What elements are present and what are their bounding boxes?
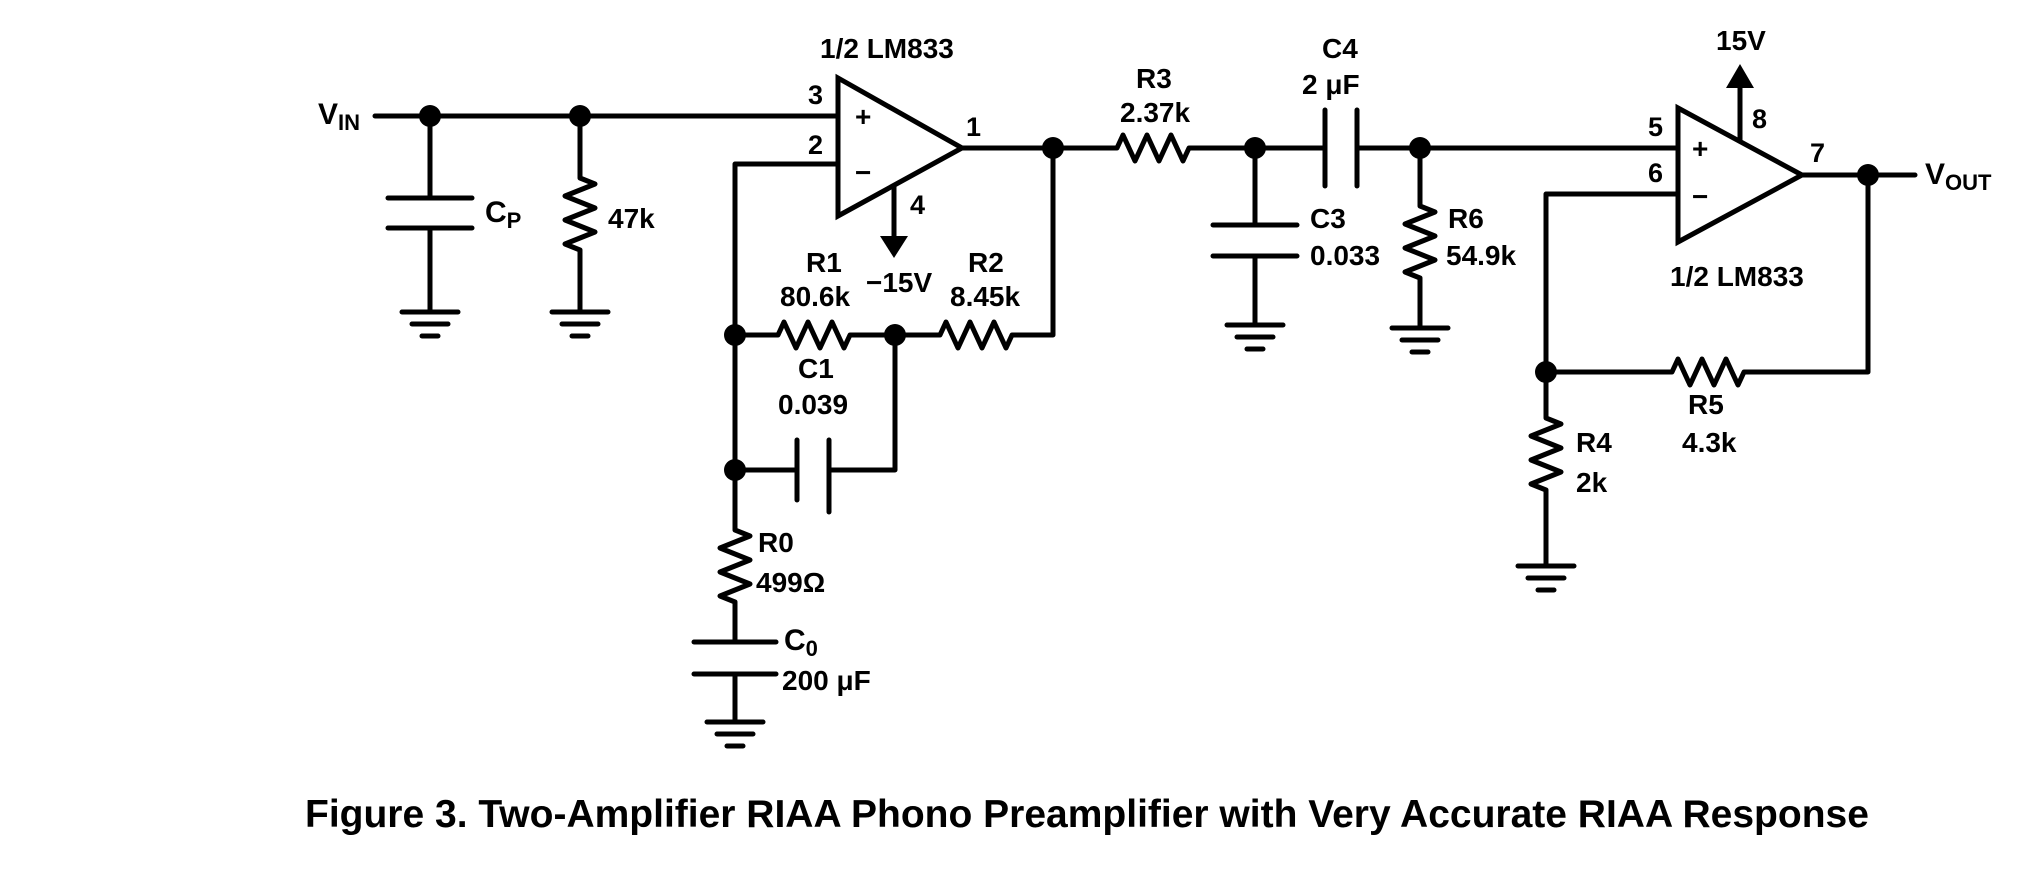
r3-name: R3 (1136, 63, 1172, 94)
capacitor-cp: CP (385, 113, 521, 339)
ground-symbol (704, 719, 766, 749)
figure-caption: Figure 3. Two-Amplifier RIAA Phono Pream… (305, 793, 1869, 836)
c4-name: C4 (1322, 33, 1358, 64)
opamp-1-pin-1: 1 (966, 112, 981, 142)
opamp-1-supply: −15V (866, 267, 932, 298)
r5-name: R5 (1688, 389, 1724, 420)
c1-wire-right (826, 332, 898, 473)
opamp-1-plus: + (855, 101, 871, 132)
ground-symbol (399, 309, 461, 339)
feedback-network-1: R1 80.6k R2 8.45k C1 0.039 R0 499Ω C0 20… (691, 145, 1056, 749)
rc-network: R3 2.37k C3 0.033 C4 2 μF R6 54.9k (1050, 33, 1681, 355)
opamp-2-title: 1/2 LM833 (1670, 261, 1804, 292)
opamp-1-pin-4: 4 (910, 190, 925, 220)
resistor-r1 (732, 319, 898, 351)
opamp-1: 1/2 LM833 + − 3 2 1 4 −15V (808, 33, 981, 298)
r0-name: R0 (758, 527, 794, 558)
c4-value: 2 μF (1302, 69, 1360, 100)
r6-name: R6 (1448, 203, 1484, 234)
feedback-network-2: VOUT R5 4.3k R4 2k (1515, 158, 1992, 593)
resistor-r0 (717, 467, 753, 643)
resistor-r4 (1528, 369, 1564, 569)
opamp-1-title: 1/2 LM833 (820, 33, 954, 64)
ground-symbol (1224, 322, 1286, 352)
opamp-2-pin-7: 7 (1810, 138, 1825, 168)
c1-name: C1 (798, 353, 834, 384)
opamp-2: 1/2 LM833 + − 5 6 7 8 15V (1648, 25, 1825, 292)
resistor-r5 (1543, 172, 1871, 388)
cp-label: CP (485, 196, 521, 233)
ground-symbol (1389, 325, 1451, 355)
c0-name: C0 (784, 624, 818, 661)
r-in-value: 47k (608, 203, 655, 234)
r1-name: R1 (806, 247, 842, 278)
opamp-2-supply: 15V (1716, 25, 1766, 56)
resistor-r2 (892, 145, 1056, 351)
c1-value: 0.039 (778, 389, 848, 420)
ground-symbol (549, 309, 611, 339)
r1-value: 80.6k (780, 281, 850, 312)
opamp-2-pin-5: 5 (1648, 112, 1663, 142)
opamp-2-plus: + (1692, 133, 1708, 164)
c3-name: C3 (1310, 203, 1346, 234)
r2-value: 8.45k (950, 281, 1020, 312)
opamp-2-pin-8: 8 (1752, 104, 1767, 134)
resistor-r6 (1402, 145, 1438, 331)
r5-value: 4.3k (1682, 427, 1737, 458)
c3-value: 0.033 (1310, 240, 1380, 271)
r3-value: 2.37k (1120, 97, 1190, 128)
vin-label: VIN (318, 98, 360, 135)
r0-value: 499Ω (756, 567, 825, 598)
opamp-1-pin-3: 3 (808, 80, 823, 110)
opamp-1-triangle (835, 73, 968, 221)
r4-name: R4 (1576, 427, 1612, 458)
supply-arrow-up-icon (1726, 64, 1754, 88)
r4-value: 2k (1576, 467, 1608, 498)
resistor-r3 (1050, 132, 1258, 164)
r6-value: 54.9k (1446, 240, 1516, 271)
ground-symbol (1515, 563, 1577, 593)
opamp-1-minus: − (855, 157, 871, 188)
opamp-2-minus: − (1692, 181, 1708, 212)
r2-name: R2 (968, 247, 1004, 278)
supply-arrow-down-icon (880, 236, 908, 258)
resistor-47k: 47k (549, 113, 655, 339)
opamp-2-pin-6: 6 (1648, 158, 1663, 188)
opamp-1-pin-2: 2 (808, 130, 823, 160)
c0-value: 200 μF (782, 665, 871, 696)
vout-label: VOUT (1925, 158, 1992, 195)
